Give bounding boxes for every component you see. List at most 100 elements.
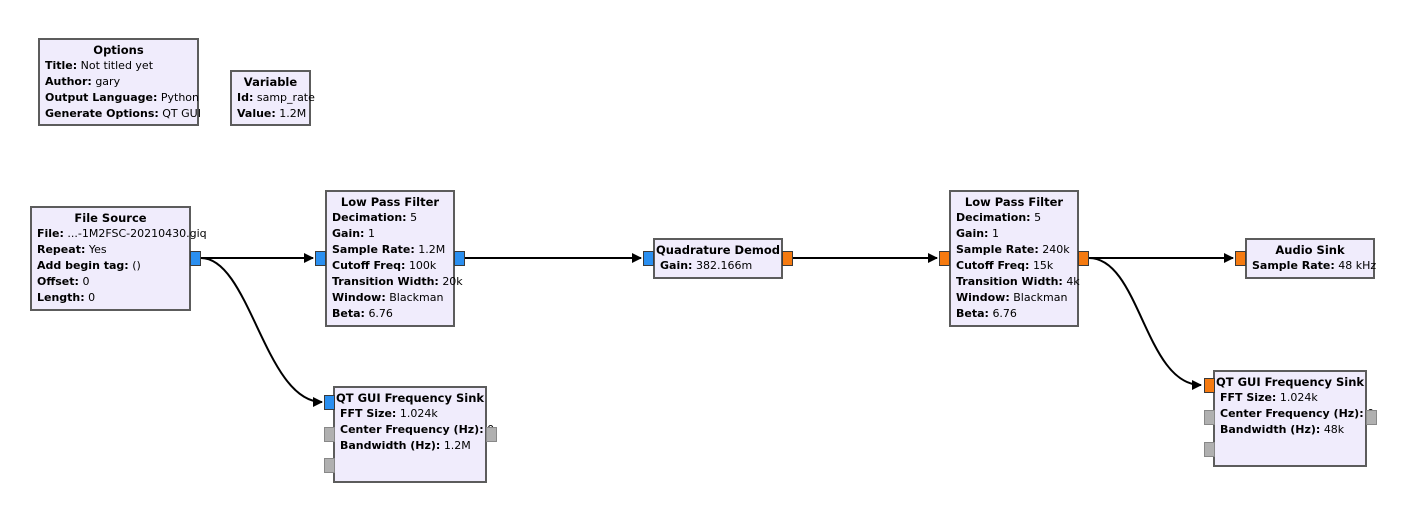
- freq-sink1-freq-out-port[interactable]: [486, 427, 497, 442]
- block-param: FFT Size: 1.024k: [335, 406, 485, 422]
- block-param: Bandwidth (Hz): 1.2M: [335, 438, 485, 454]
- block-title: QT GUI Frequency Sink: [335, 391, 485, 405]
- block-param: Generate Options: QT GUI: [40, 106, 201, 122]
- block-param: Title: Not titled yet: [40, 58, 197, 74]
- lpf1-in-port[interactable]: [315, 251, 326, 266]
- lpf1-out-port[interactable]: [454, 251, 465, 266]
- block-param: Beta: 6.76: [327, 306, 453, 322]
- param-key: Generate Options:: [45, 107, 159, 120]
- param-key: Decimation:: [332, 211, 407, 224]
- param-value: 5: [410, 211, 418, 224]
- param-key: Center Frequency (Hz):: [1220, 407, 1364, 420]
- param-value: 0: [88, 291, 96, 304]
- param-key: Window:: [956, 291, 1010, 304]
- param-key: Length:: [37, 291, 85, 304]
- param-key: Cutoff Freq:: [332, 259, 406, 272]
- block-param: Transition Width: 4k: [951, 274, 1080, 290]
- lpf2-in-port[interactable]: [939, 251, 950, 266]
- param-key: Decimation:: [956, 211, 1031, 224]
- freq-sink1-in-port[interactable]: [324, 395, 335, 410]
- freq-sink2-freq-out-port[interactable]: [1366, 410, 1377, 425]
- block-title: Variable: [243, 75, 298, 89]
- block-param: Repeat: Yes: [32, 242, 189, 258]
- param-key: Offset:: [37, 275, 79, 288]
- block-param: Cutoff Freq: 15k: [951, 258, 1077, 274]
- block-title: QT GUI Frequency Sink: [1215, 375, 1365, 389]
- block-param: Length: 0: [32, 290, 189, 306]
- param-value: 1: [367, 227, 375, 240]
- quad-demod-in-port[interactable]: [643, 251, 654, 266]
- param-key: Gain:: [660, 259, 693, 272]
- param-value: 1.024k: [1279, 391, 1318, 404]
- block-param: Value: 1.2M: [232, 106, 309, 122]
- freq-sink2-freq-in-port[interactable]: [1204, 410, 1215, 425]
- param-value: 1.2M: [279, 107, 307, 120]
- param-key: Repeat:: [37, 243, 86, 256]
- param-value: 48 kHz: [1338, 259, 1377, 272]
- quad-demod-out-port[interactable]: [782, 251, 793, 266]
- param-value: 1.2M: [443, 439, 471, 452]
- param-value: 6.76: [992, 307, 1017, 320]
- param-key: Transition Width:: [956, 275, 1063, 288]
- param-value: 4k: [1066, 275, 1080, 288]
- block-param: File: ...-1M2FSC-20210430.giq: [32, 226, 207, 242]
- lpf2-out-port[interactable]: [1078, 251, 1089, 266]
- param-key: FFT Size:: [1220, 391, 1277, 404]
- block-param: Gain: 1: [327, 226, 453, 242]
- connection-file-source-to-freq-sink1[interactable]: [200, 257, 323, 407]
- param-key: Value:: [237, 107, 276, 120]
- param-key: Beta:: [332, 307, 365, 320]
- param-value: Blackman: [389, 291, 444, 304]
- param-value: Python: [160, 91, 199, 104]
- block-param: Sample Rate: 48 kHz: [1247, 258, 1377, 274]
- param-value: 15k: [1032, 259, 1054, 272]
- block-param: Output Language: Python: [40, 90, 199, 106]
- block-title: Low Pass Filter: [340, 195, 440, 209]
- block-title: File Source: [74, 211, 147, 225]
- param-value: 1: [991, 227, 999, 240]
- param-key: Gain:: [956, 227, 989, 240]
- param-key: Sample Rate:: [1252, 259, 1335, 272]
- param-value: 48k: [1323, 423, 1345, 436]
- param-key: Title:: [45, 59, 78, 72]
- param-key: Transition Width:: [332, 275, 439, 288]
- param-value: 0: [82, 275, 90, 288]
- block-param: Offset: 0: [32, 274, 189, 290]
- block-param: FFT Size: 1.024k: [1215, 390, 1365, 406]
- file-source-out-port[interactable]: [190, 251, 201, 266]
- block-title: Audio Sink: [1275, 243, 1345, 257]
- param-value: ...-1M2FSC-20210430.giq: [67, 227, 207, 240]
- param-key: Window:: [332, 291, 386, 304]
- block-param: Beta: 6.76: [951, 306, 1077, 322]
- param-key: Beta:: [956, 307, 989, 320]
- param-value: Blackman: [1013, 291, 1068, 304]
- freq-sink2-in-port[interactable]: [1204, 378, 1215, 393]
- audio-sink-in-port[interactable]: [1235, 251, 1246, 266]
- param-key: Output Language:: [45, 91, 158, 104]
- block-title: Low Pass Filter: [964, 195, 1064, 209]
- block-param: Decimation: 5: [327, 210, 453, 226]
- freq-sink1-freq-in-port[interactable]: [324, 427, 335, 442]
- param-value: samp_rate: [256, 91, 315, 104]
- freq-sink2-bw-in-port[interactable]: [1204, 442, 1215, 457]
- param-value: 382.166m: [695, 259, 753, 272]
- param-value: 240k: [1042, 243, 1070, 256]
- param-key: Gain:: [332, 227, 365, 240]
- block-param: Transition Width: 20k: [327, 274, 463, 290]
- connection-lpf2-to-freq-sink2[interactable]: [1088, 257, 1202, 390]
- param-key: Sample Rate:: [956, 243, 1039, 256]
- freq-sink1-bw-in-port[interactable]: [324, 458, 335, 473]
- block-param: Gain: 1: [951, 226, 1077, 242]
- block-param: Sample Rate: 1.2M: [327, 242, 453, 258]
